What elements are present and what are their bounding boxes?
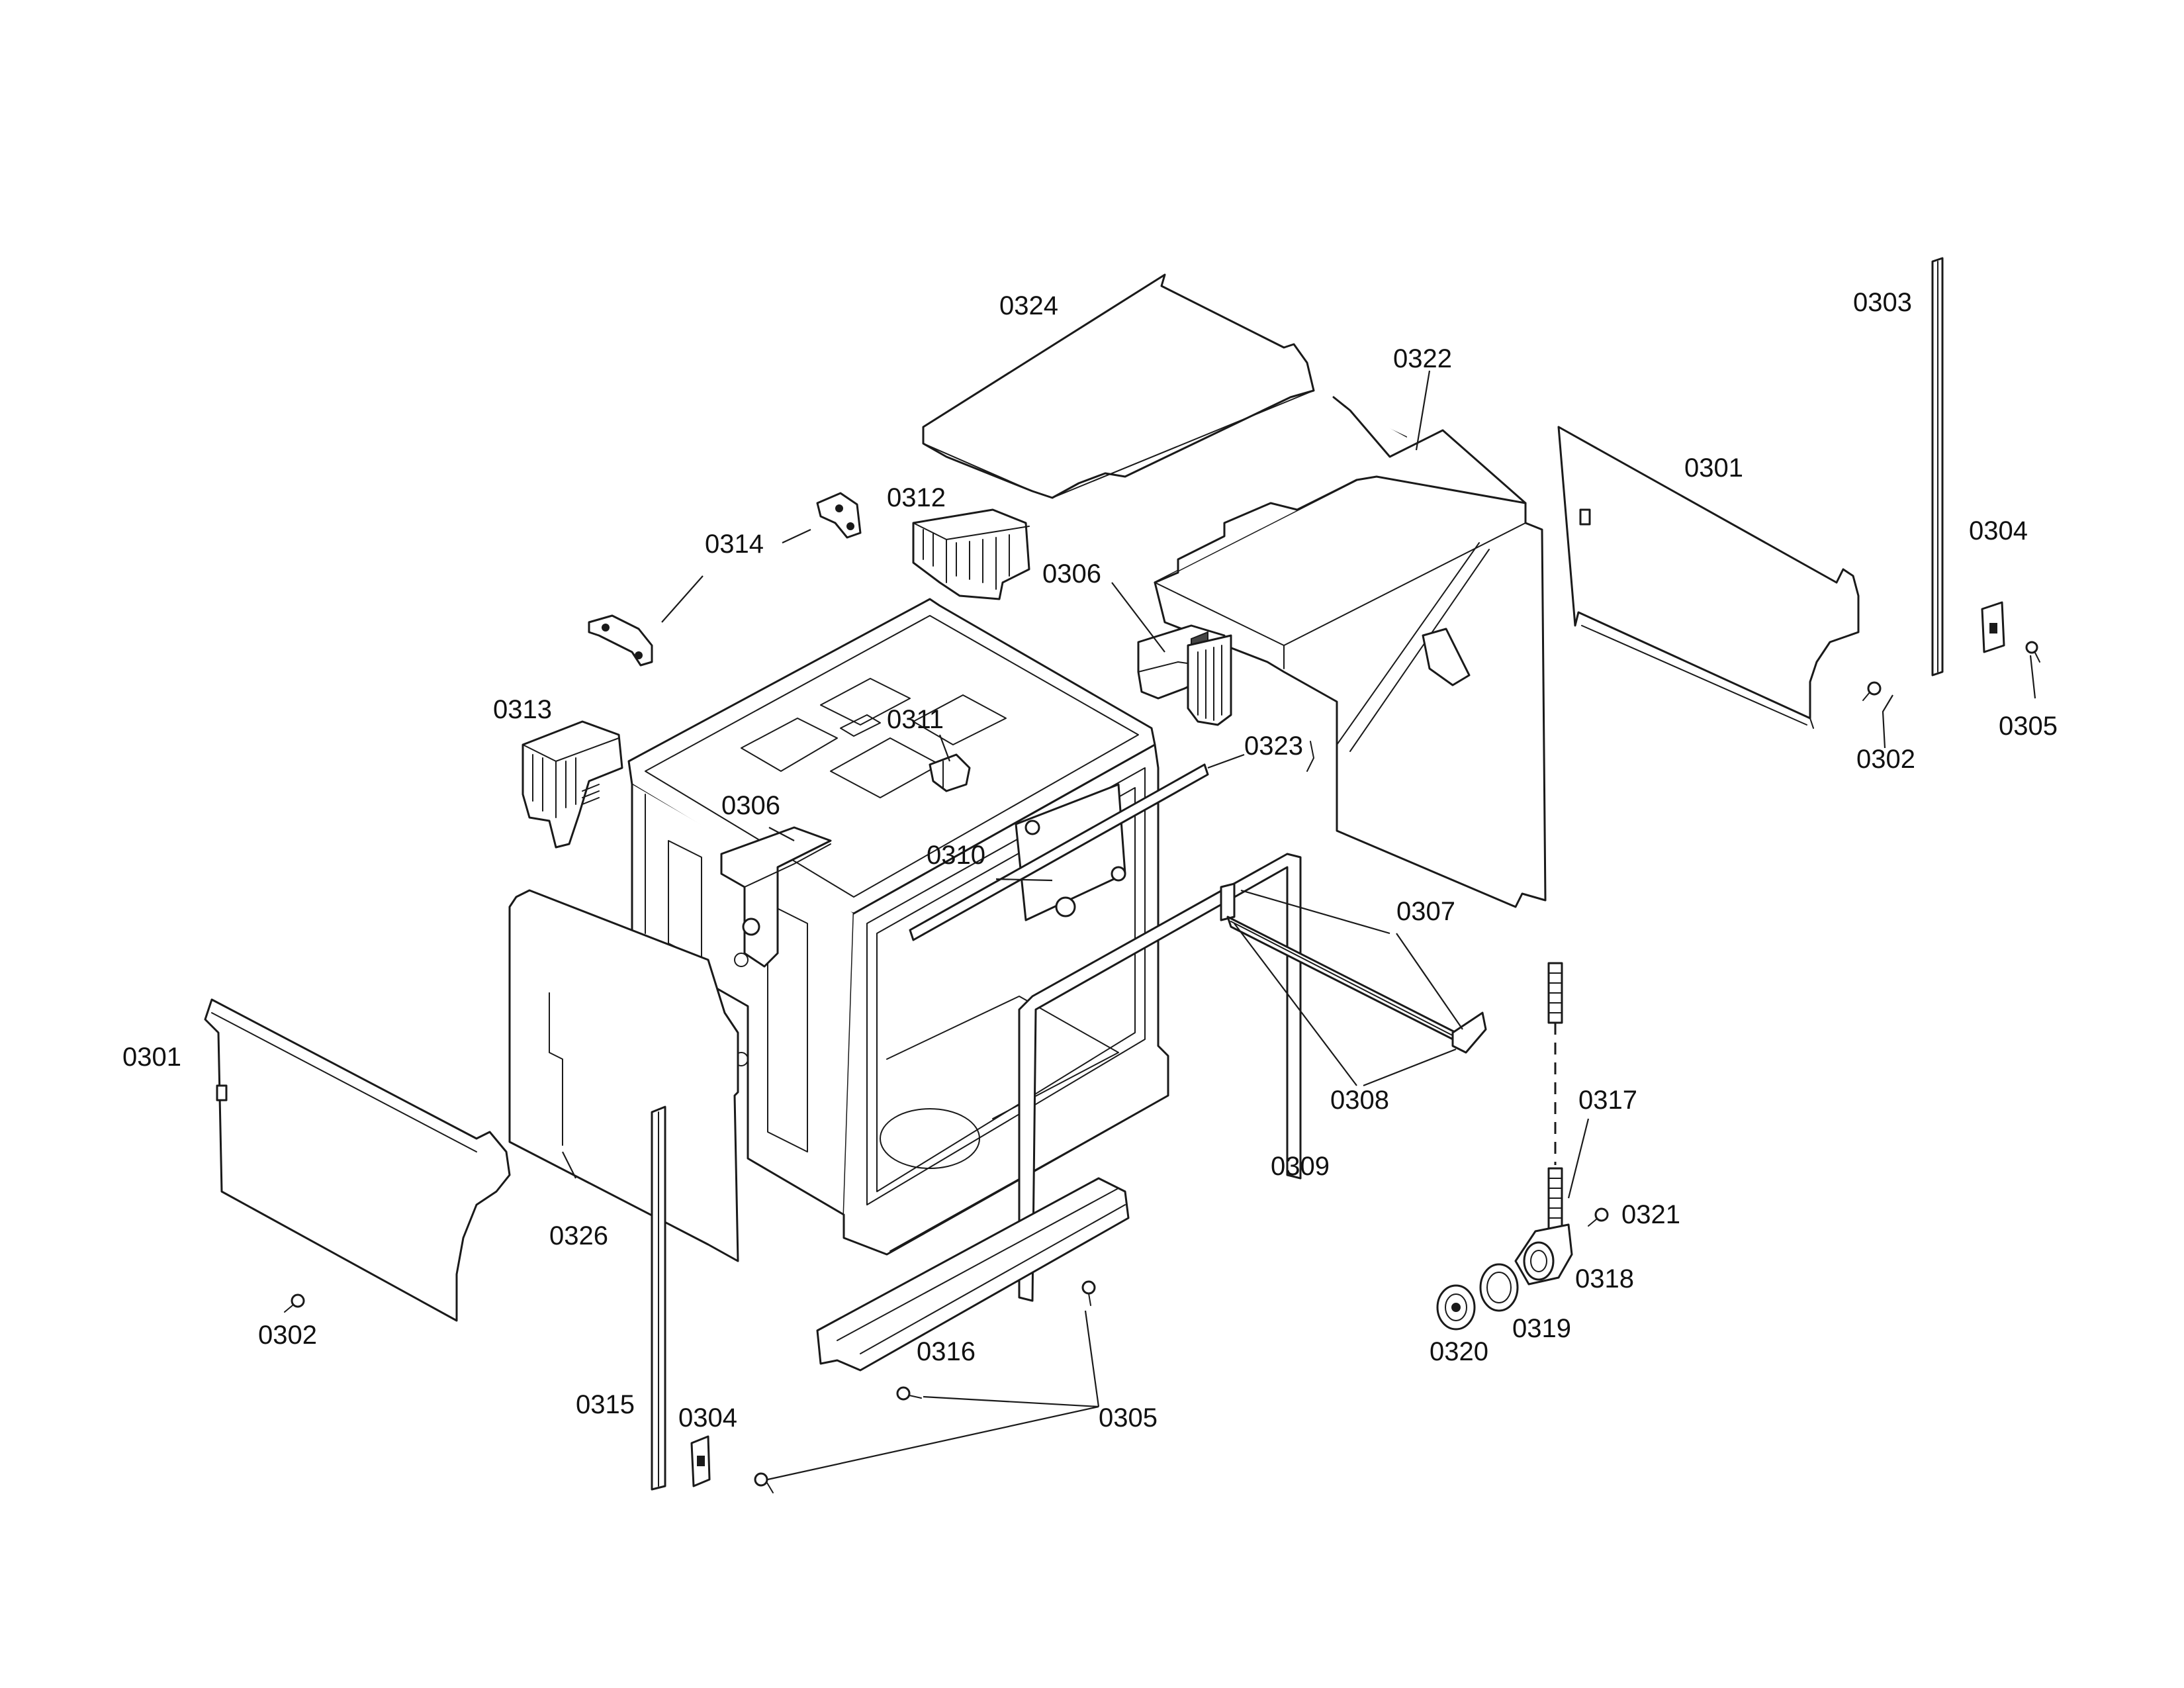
callout-0308: 0308: [1330, 1086, 1389, 1115]
part-0305-right-screw: [2025, 641, 2040, 663]
callout-0317: 0317: [1578, 1086, 1637, 1115]
callout-0323: 0323: [1244, 731, 1303, 761]
callout-0322: 0322: [1393, 344, 1452, 373]
callout-0301-left: 0301: [122, 1043, 181, 1072]
callout-0326: 0326: [549, 1221, 608, 1250]
part-0319-ring: [1479, 1263, 1519, 1312]
part-0309-door-gasket: [1018, 853, 1302, 1302]
part-0301-left-side-panel: [204, 998, 511, 1322]
part-0306-middle-duct: [720, 826, 832, 968]
part-tub-body: [627, 598, 1169, 1256]
callout-0304-right: 0304: [1969, 516, 2028, 545]
part-0305-bottom-screws: [754, 1280, 1096, 1493]
part-0314-lower-bracket: [588, 614, 653, 667]
callout-0302-left: 0302: [258, 1321, 317, 1350]
part-0316-bottom-rail: [816, 1177, 1130, 1372]
part-0321-screw: [1588, 1207, 1609, 1227]
callout-0318: 0318: [1575, 1264, 1634, 1293]
part-0322-housing: [1154, 396, 1547, 908]
part-0304-left-clip: [690, 1435, 711, 1487]
callout-0302-right: 0302: [1856, 745, 1915, 774]
callout-0309: 0309: [1271, 1152, 1330, 1181]
callout-0312: 0312: [887, 483, 946, 512]
callout-0324: 0324: [999, 291, 1058, 320]
part-0301-right-side-panel: [1557, 426, 1860, 729]
part-0312-module: [912, 508, 1030, 600]
callout-0306-top: 0306: [1042, 559, 1101, 588]
part-0318-elbow-connector: [1514, 1223, 1573, 1286]
callout-0305-bottom: 0305: [1099, 1403, 1158, 1432]
part-0306-upper-duct: [1137, 624, 1232, 726]
callout-0320: 0320: [1430, 1337, 1488, 1366]
part-0311-clip: [929, 753, 971, 792]
callout-0303: 0303: [1853, 288, 1912, 317]
callout-0319: 0319: [1512, 1314, 1571, 1343]
callout-0311: 0311: [887, 705, 944, 734]
part-0324-top-cover: [922, 273, 1315, 499]
callout-0310: 0310: [927, 841, 985, 870]
callout-0316: 0316: [917, 1337, 976, 1366]
part-0315-vertical-strip: [651, 1105, 666, 1491]
part-0302-left-screw: [284, 1293, 305, 1313]
part-0313-module: [522, 720, 623, 849]
callout-0301-right: 0301: [1684, 453, 1743, 483]
part-0304-right-clip: [1981, 601, 2005, 653]
part-0307-rail: [1220, 882, 1487, 1054]
callout-0307: 0307: [1396, 897, 1455, 926]
callout-labels: 0324 0322 0301 0303 0304 0305 0302 0312 …: [122, 288, 2058, 1432]
callout-0313: 0313: [493, 695, 552, 724]
part-0326-inner-panel: [508, 889, 739, 1262]
part-0303-edge-strip: [1931, 257, 1944, 677]
part-0302-right-screw: [1862, 681, 1882, 701]
leader-lines: [562, 370, 2036, 1481]
part-0320-cap: [1436, 1284, 1476, 1331]
callout-0315: 0315: [576, 1390, 635, 1419]
callout-0314: 0314: [705, 530, 764, 559]
part-0314-upper-bracket: [816, 492, 862, 539]
callout-0321: 0321: [1621, 1200, 1680, 1229]
part-0323-seal-strip: [909, 741, 1314, 941]
callout-0305-right: 0305: [1999, 712, 2058, 741]
callout-0306-mid: 0306: [721, 791, 780, 820]
callout-0304-left: 0304: [678, 1403, 737, 1432]
part-0317-hose: [1547, 962, 1563, 1233]
